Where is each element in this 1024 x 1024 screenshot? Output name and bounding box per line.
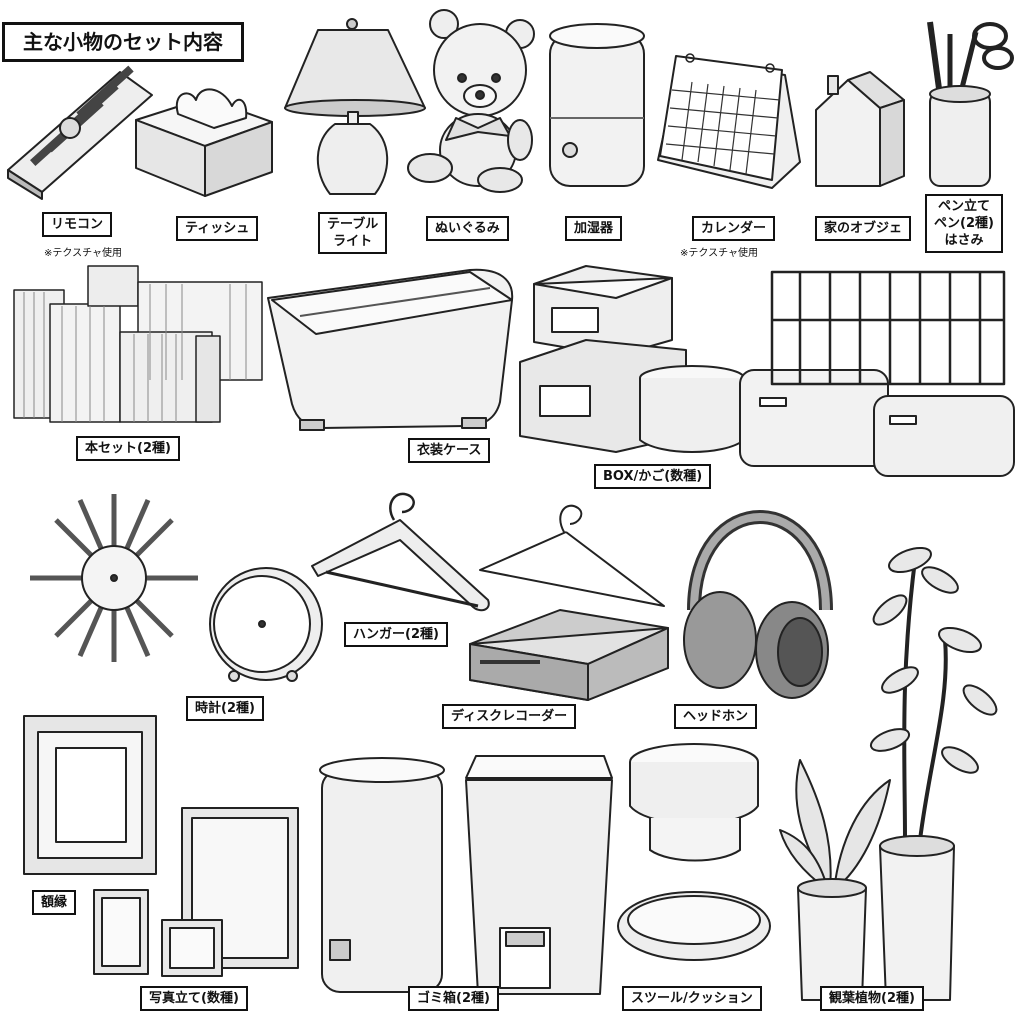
remote-illustration [7,65,153,200]
hanger-illustration [311,492,665,612]
disc-recorder-illustration [469,609,669,701]
label-bear: ぬいぐるみ [426,216,509,241]
tissue-box-illustration [135,88,273,197]
note-calendar-texture: ※テクスチャ使用 [680,248,758,259]
lamp-illustration [284,18,426,195]
label-house: 家のオブジェ [815,216,912,241]
frame-illustration [23,715,157,875]
boxes-illustration [519,265,1015,477]
humidifier-illustration [549,23,645,187]
headphones-illustration [683,510,833,699]
label-plant: 観葉植物(2種) [820,986,924,1011]
bear-illustration [407,9,535,193]
label-remote: リモコン [42,212,113,237]
label-penstand: ペン立て ペン(2種) はさみ [925,194,1003,253]
label-frame: 額縁 [32,890,77,915]
photo-stand-illustration [93,807,299,977]
trash-can-illustration [319,755,613,995]
label-hanger: ハンガー(2種) [344,622,448,647]
stool-illustration [617,743,771,961]
label-stool: スツール/クッション [622,986,762,1011]
label-calendar: カレンダー [692,216,776,241]
note-remote-texture: ※テクスチャ使用 [44,248,122,259]
label-lamp: テーブル ライト [318,212,388,254]
label-photo: 写真立て(数種) [140,986,248,1011]
label-boxes: BOX/かご(数種) [594,464,712,489]
clock-illustration [30,494,323,682]
plant-illustration [779,546,998,1001]
label-humidifier: 加湿器 [565,216,623,241]
label-clock: 時計(2種) [186,696,264,721]
label-books: 本セット(2種) [76,436,180,461]
page-title: 主な小物のセット内容 [2,22,244,62]
house-object-illustration [815,71,905,187]
clothes-case-illustration [267,268,514,431]
label-clothes-case: 衣装ケース [408,438,491,463]
label-tissue: ティッシュ [176,216,259,241]
label-trash: ゴミ箱(2種) [408,986,499,1011]
label-headphones: ヘッドホン [674,704,758,729]
calendar-illustration [657,53,801,189]
books-illustration [13,265,263,423]
label-recorder: ディスクレコーダー [442,704,577,729]
pen-stand-illustration [927,21,1014,187]
